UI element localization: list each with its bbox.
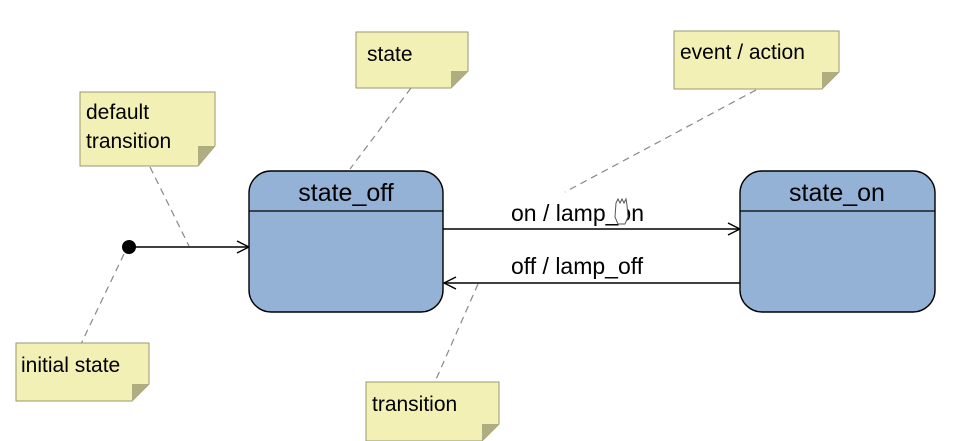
note-transition-text: transition — [372, 393, 457, 416]
note-state: state — [355, 31, 469, 89]
connector-state-note — [349, 87, 412, 170]
connector-transition-note — [433, 283, 479, 385]
connector-default-transition-note — [149, 166, 190, 247]
connector-event-note — [564, 89, 757, 193]
note-initial-state-text: initial state — [21, 354, 120, 377]
state-off-title: state_off — [298, 179, 394, 207]
state-box-on[interactable]: state_on — [739, 170, 936, 313]
connector-initial-state-note — [79, 253, 125, 347]
state-box-off[interactable]: state_off — [248, 170, 444, 313]
note-event-action: event / action — [673, 30, 840, 90]
note-default-transition: default transition — [79, 91, 216, 167]
note-default-transition-line1: default — [86, 101, 149, 124]
note-state-text: state — [367, 43, 413, 66]
note-connectors — [79, 87, 757, 385]
mouse-cursor-icon — [614, 197, 629, 225]
note-initial-state: initial state — [15, 342, 150, 402]
note-default-transition-line2: transition — [86, 130, 171, 153]
note-transition: transition — [365, 381, 500, 441]
note-event-action-text: event / action — [680, 41, 805, 64]
transition-off-label: off / lamp_off — [511, 253, 644, 279]
state-on-title: state_on — [789, 179, 885, 207]
